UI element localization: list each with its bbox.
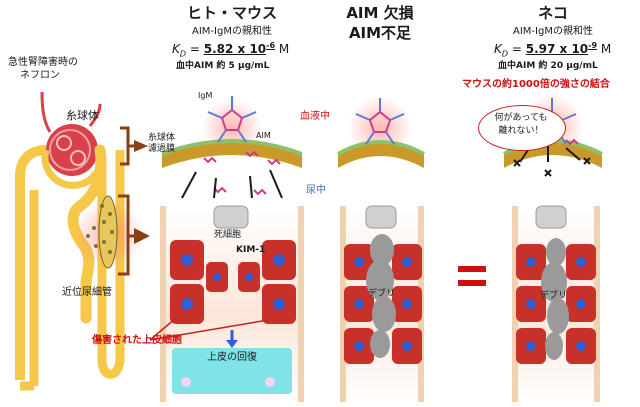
injured-epithelium-label: 傷害された上皮細胞 [92,335,182,346]
column3-title: ネコ [538,4,568,22]
cat-emphasis-text: マウスの約1000倍の強さの結合 [462,79,610,90]
igm-label: IgM [198,91,213,100]
column-human-mouse [160,96,304,402]
column1-affinity-label: AIM-IgMの親和性 [192,26,272,37]
arrow-icon [181,169,283,199]
dead-cell-label: 死細胞 [214,230,242,240]
bubble-line2: 離れない！ [498,126,544,136]
column2-title-line2: AIM不足 [348,24,412,42]
equals-icon [458,266,486,286]
column-aim-deficient [337,96,486,402]
debris-label-col2: デブリ [368,289,396,299]
recovered-epithelium [172,348,292,394]
glomerulus-label: 糸球体 [66,109,99,122]
filtration-membrane-label-line1: 糸球体 [148,133,176,143]
nephron-title-line1: 急性腎障害時の [8,57,78,68]
x-mark-icon [513,157,591,177]
proximal-tubule-label: 近位尿細管 [62,287,112,298]
nephron-title-line2: ネフロン [20,70,60,81]
aim-protein-icon [203,150,281,196]
column3-affinity-label: AIM-IgMの親和性 [513,26,593,37]
blood-side-label: 血液中 [300,111,330,122]
epithelial-recovery-label: 上皮の回復 [207,352,257,363]
column3-kd: KD = 5.97 x 10-9 M [494,41,612,59]
debris-label-col3: デブリ [540,291,568,301]
urine-side-label: 尿中 [306,185,326,196]
bubble-line1: 何があっても [494,113,548,123]
injured-epithelial-cells [170,240,296,324]
igm-pentamer-icon [207,96,257,143]
aim-label: AIM [256,131,271,140]
kim1-label: KIM-1 [236,245,266,255]
column1-title: ヒト・マウス [186,4,277,22]
speech-bubble [478,105,566,151]
column1-serum: 血中AIM 約 5 μg/mL [176,61,270,71]
column2-title-line1: AIM 欠損 [346,4,414,22]
nephron-illustration [15,91,150,391]
filtration-membrane-label-line2: 濾過膜 [148,144,176,154]
column3-serum: 血中AIM 約 20 μg/mL [498,61,598,71]
debris-cluster [366,234,396,358]
column1-kd: KD = 5.82 x 10-6 M [172,41,290,59]
filtration-membrane [162,141,302,168]
